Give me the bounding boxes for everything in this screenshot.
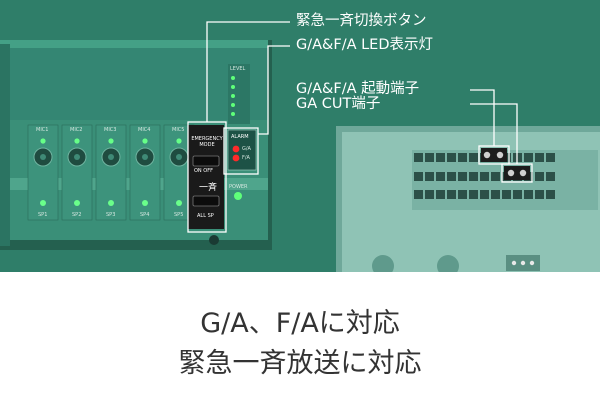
mic-label: MIC4 xyxy=(138,127,151,133)
callout-start-terminal: G/A&F/A 起動端子 xyxy=(296,81,420,97)
fa-label: F/A xyxy=(242,155,250,161)
callout-ga-cut-terminal: GA CUT端子 xyxy=(296,96,381,112)
on-off-label: ON OFF xyxy=(194,168,213,174)
mic-label: MIC5 xyxy=(172,127,185,133)
sp-label: SP2 xyxy=(72,212,82,218)
amplifier-illustration xyxy=(0,21,600,272)
issai-label: 一斉 xyxy=(199,183,218,193)
power-led-icon xyxy=(234,192,242,200)
sp-label: SP4 xyxy=(140,212,150,218)
headline-area: G/A、F/Aに対応 緊急一斉放送に対応 xyxy=(0,272,600,404)
headline-line-1: G/A、F/Aに対応 xyxy=(200,308,400,339)
ga-label: G/A xyxy=(242,146,251,152)
emergency-panel xyxy=(188,125,224,229)
power-label: POWER xyxy=(229,184,248,190)
headline-line-2: 緊急一斉放送に対応 xyxy=(178,348,422,379)
alarm-label: ALARM xyxy=(231,134,249,140)
ga-led-icon xyxy=(232,145,240,153)
callout-emergency-button: 緊急一斉切換ボタン xyxy=(296,13,427,29)
sp-label: SP3 xyxy=(106,212,116,218)
product-photo: MIC1 MIC2 MIC3 MIC4 MIC5 SP1 SP2 SP3 SP4… xyxy=(0,0,600,272)
emergency-mode-label: EMERGENCY MODE xyxy=(191,136,223,148)
mic-channels xyxy=(27,124,195,221)
fa-led-icon xyxy=(232,154,240,162)
sp-label: SP1 xyxy=(38,212,48,218)
level-label: LEVEL xyxy=(230,66,246,72)
callout-led-lamp: G/A&F/A LED表示灯 xyxy=(296,37,434,53)
terminal-board xyxy=(336,126,600,272)
mic-label: MIC1 xyxy=(36,127,49,133)
sp-label: SP5 xyxy=(174,212,184,218)
mic-label: MIC2 xyxy=(70,127,83,133)
all-sp-label: ALL SP xyxy=(197,213,214,219)
mic-label: MIC3 xyxy=(104,127,117,133)
